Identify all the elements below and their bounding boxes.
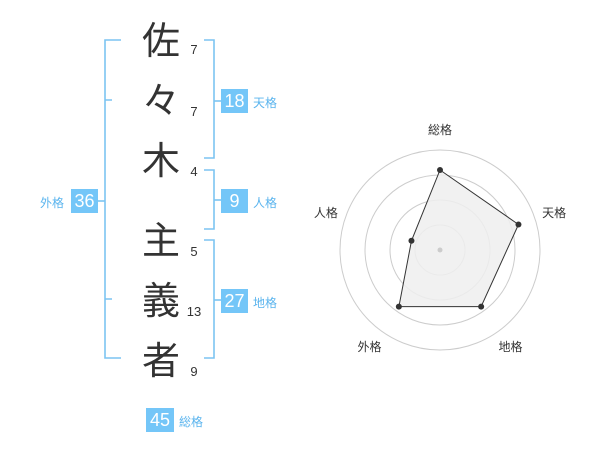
chikaku-score-badge: 27 (221, 289, 248, 313)
name-char-2: 々 (141, 79, 180, 123)
radar-axis-label-3: 外格 (357, 339, 381, 354)
radar-grid-ring-4 (339, 149, 541, 351)
radar-area (398, 169, 520, 308)
name-char-1: 佐 (141, 19, 180, 63)
radar-point-2 (478, 303, 485, 310)
radar-center-dot (437, 247, 443, 253)
radar-point-4 (408, 237, 415, 244)
chikaku-label: 地格 (253, 296, 278, 310)
stroke-count-3: 4 (190, 164, 198, 179)
radar-point-3 (395, 303, 402, 310)
jinkaku-score-badge: 9 (221, 189, 248, 213)
tenkaku-bracket (204, 39, 215, 159)
name-char-4: 主 (141, 219, 180, 263)
chikaku-bracket (204, 239, 215, 359)
tenkaku-label: 天格 (253, 96, 278, 110)
radar-axis-label-0: 総格 (428, 122, 452, 137)
stroke-count-5: 13 (186, 304, 202, 319)
stroke-count-4: 5 (190, 244, 198, 259)
stroke-count-6: 9 (190, 364, 198, 379)
tenkaku-score-badge: 18 (221, 89, 248, 113)
soukaku-label: 総格 (179, 415, 204, 429)
gaikaku-score-badge: 36 (71, 189, 98, 213)
radar-points (395, 167, 522, 310)
radar-axis-label-1: 天格 (542, 205, 566, 220)
gaikaku-label: 外格 (40, 196, 65, 210)
jinkaku-label: 人格 (253, 196, 278, 210)
name-char-6: 者 (141, 339, 180, 383)
stroke-count-1: 7 (190, 42, 198, 57)
radar-point-1 (515, 221, 522, 228)
name-char-3: 木 (141, 139, 180, 183)
gaikaku-bracket (104, 39, 121, 359)
stroke-count-2: 7 (190, 104, 198, 119)
radar-axis-label-2: 地格 (498, 339, 522, 354)
soukaku-score-badge: 45 (146, 408, 174, 432)
radar-point-0 (437, 167, 443, 173)
radar-axis-label-4: 人格 (314, 205, 338, 220)
name-char-5: 義 (141, 279, 180, 323)
